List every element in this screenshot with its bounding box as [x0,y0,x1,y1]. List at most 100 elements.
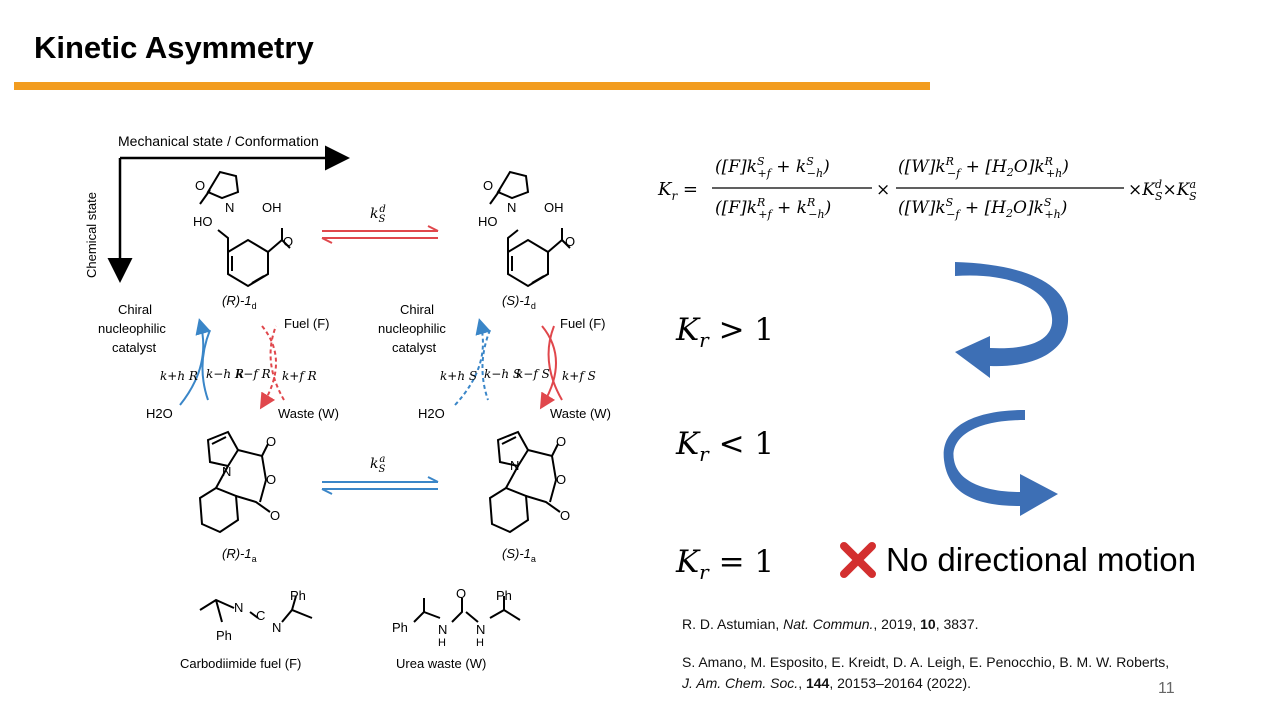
no-motion-text: No directional motion [886,541,1196,578]
ref1-pages: , 3837. [935,616,979,632]
rate-left-2: k−h R [206,367,244,381]
condition-3-op: = 1 [718,544,775,580]
waste-caption: Urea waste (W) [396,656,486,671]
equilibrium-bottom [321,476,439,495]
cross-icon [840,542,876,578]
fuel-caption: Carbodiimide fuel (F) [180,656,301,671]
label-r1d-sub: d [252,301,257,311]
condition-1-lhs: K [676,312,700,348]
equilibrium-top [321,225,439,244]
molecule-s1d [489,170,571,288]
atom-n-s1d: N [507,200,516,215]
fuel-atom-n2: N [272,620,281,635]
catalyst-left-2: nucleophilic [98,321,166,336]
atom-o2-r1d: O [283,234,293,249]
fuel-atom-c: C [256,608,265,623]
condition-2-op: < 1 [718,426,775,462]
label-s1a: (S)-1a [502,546,536,564]
rate-right-2: k−h S [484,367,521,381]
fuel-structure [199,595,313,623]
atom-o3-s1a: O [560,508,570,523]
atom-o1-r1a: O [266,434,276,449]
ref2-pages: , 20153–20164 (2022). [829,675,972,691]
condition-2-lhs: K [676,426,700,462]
condition-2-sub: r [699,442,709,467]
label-s1a-text: (S)-1 [502,546,531,561]
condition-kr-lt-1: Kr < 1 [676,426,774,466]
rate-bottom-sup: a [379,454,385,465]
equation-times1: × [876,180,890,200]
rate-top: kSd [370,204,386,225]
arrow-clockwise [943,410,1058,516]
arrow-counterclockwise [955,262,1069,378]
ref1-authors: R. D. Astumian, [682,616,784,632]
equation-den2: ([W]kS−f + [H2O]kS+h) [898,196,1067,221]
reference-1: R. D. Astumian, Nat. Commun., 2019, 10, … [682,614,979,635]
atom-o2-s1a: O [556,472,566,487]
waste-atom-n2: N [476,622,485,637]
page-number: 11 [1158,680,1175,697]
waste-left: Waste (W) [278,406,339,421]
label-r1a-text: (R)-1 [222,546,252,561]
fuel-atom-ph1: Ph [216,628,232,643]
atom-oh-r1d: OH [262,200,282,215]
waste-atom-ph1: Ph [392,620,408,635]
water-right: H2O [418,406,445,421]
atom-o-s1d: O [483,178,493,193]
waste-atom-n1: N [438,622,447,637]
atom-o1-s1a: O [556,434,566,449]
kr-equation: Kr = ([F]kS+f + kS−h) ([F]kR+f + kR−h) ×… [657,155,1197,221]
atom-n-r1d: N [225,200,234,215]
equation-num1: ([F]kS+f + kS−h) [715,155,830,180]
waste-atom-ph2: Ph [496,588,512,603]
condition-kr-gt-1: Kr > 1 [676,312,774,352]
rate-top-k: k [370,206,378,222]
waste-atom-o: O [456,586,466,601]
condition-kr-eq-1: Kr = 1 [676,544,774,584]
equation-den1: ([F]kR+f + kR−h) [715,196,831,221]
ref1-journal: Nat. Commun. [783,616,874,632]
condition-3-lhs: K [676,544,700,580]
left-cycle: Chiral nucleophilic catalyst Fuel (F) Wa… [98,302,339,421]
label-r1a-sub: a [252,554,257,564]
label-s1d-text: (S)-1 [502,293,531,308]
rate-bottom-k: k [370,456,378,472]
catalyst-left-3: catalyst [112,340,156,355]
ref2-sep: , [798,675,806,691]
molecule-r1a [198,430,271,534]
label-s1d: (S)-1d [502,293,536,311]
waste-right: Waste (W) [550,406,611,421]
label-r1a: (R)-1a [222,546,257,564]
condition-3-sub: r [699,560,709,585]
ref2-volume: 144 [805,675,830,691]
waste-structure [413,596,521,623]
reference-2: S. Amano, M. Esposito, E. Kreidt, D. A. … [682,652,1169,694]
rate-bottom-sub: S [378,464,385,475]
ref2-journal: J. Am. Chem. Soc. [682,675,799,691]
rate-top-sup: d [379,204,385,215]
rate-left-4: k+f R [282,369,317,383]
fuel-atom-ph2: Ph [290,588,306,603]
waste-atom-h2: H [476,637,484,649]
right-cycle: Chiral nucleophilic catalyst Fuel (F) Wa… [378,302,611,421]
condition-1-op: > 1 [718,312,775,348]
label-s1a-sub: a [531,554,536,564]
atom-o3-r1a: O [270,508,280,523]
no-directional-motion: No directional motion [838,540,1196,580]
label-r1d-text: (R)-1 [222,293,252,308]
ref1-year: , 2019, [873,616,921,632]
rate-bottom: kSa [370,454,385,475]
catalyst-right-1: Chiral [400,302,434,317]
catalyst-right-2: nucleophilic [378,321,446,336]
axis-y-label: Chemical state [84,192,99,278]
atom-n-r1a: N [222,464,231,479]
catalyst-left-1: Chiral [118,302,152,317]
water-left: H2O [146,406,173,421]
atom-ho-r1d: HO [193,214,213,229]
molecule-r1d [199,170,291,288]
rate-top-sub: S [378,214,385,225]
condition-1-sub: r [699,328,709,353]
rate-right-1: k+h S [440,369,477,383]
ref2-authors: S. Amano, M. Esposito, E. Kreidt, D. A. … [682,654,1170,670]
